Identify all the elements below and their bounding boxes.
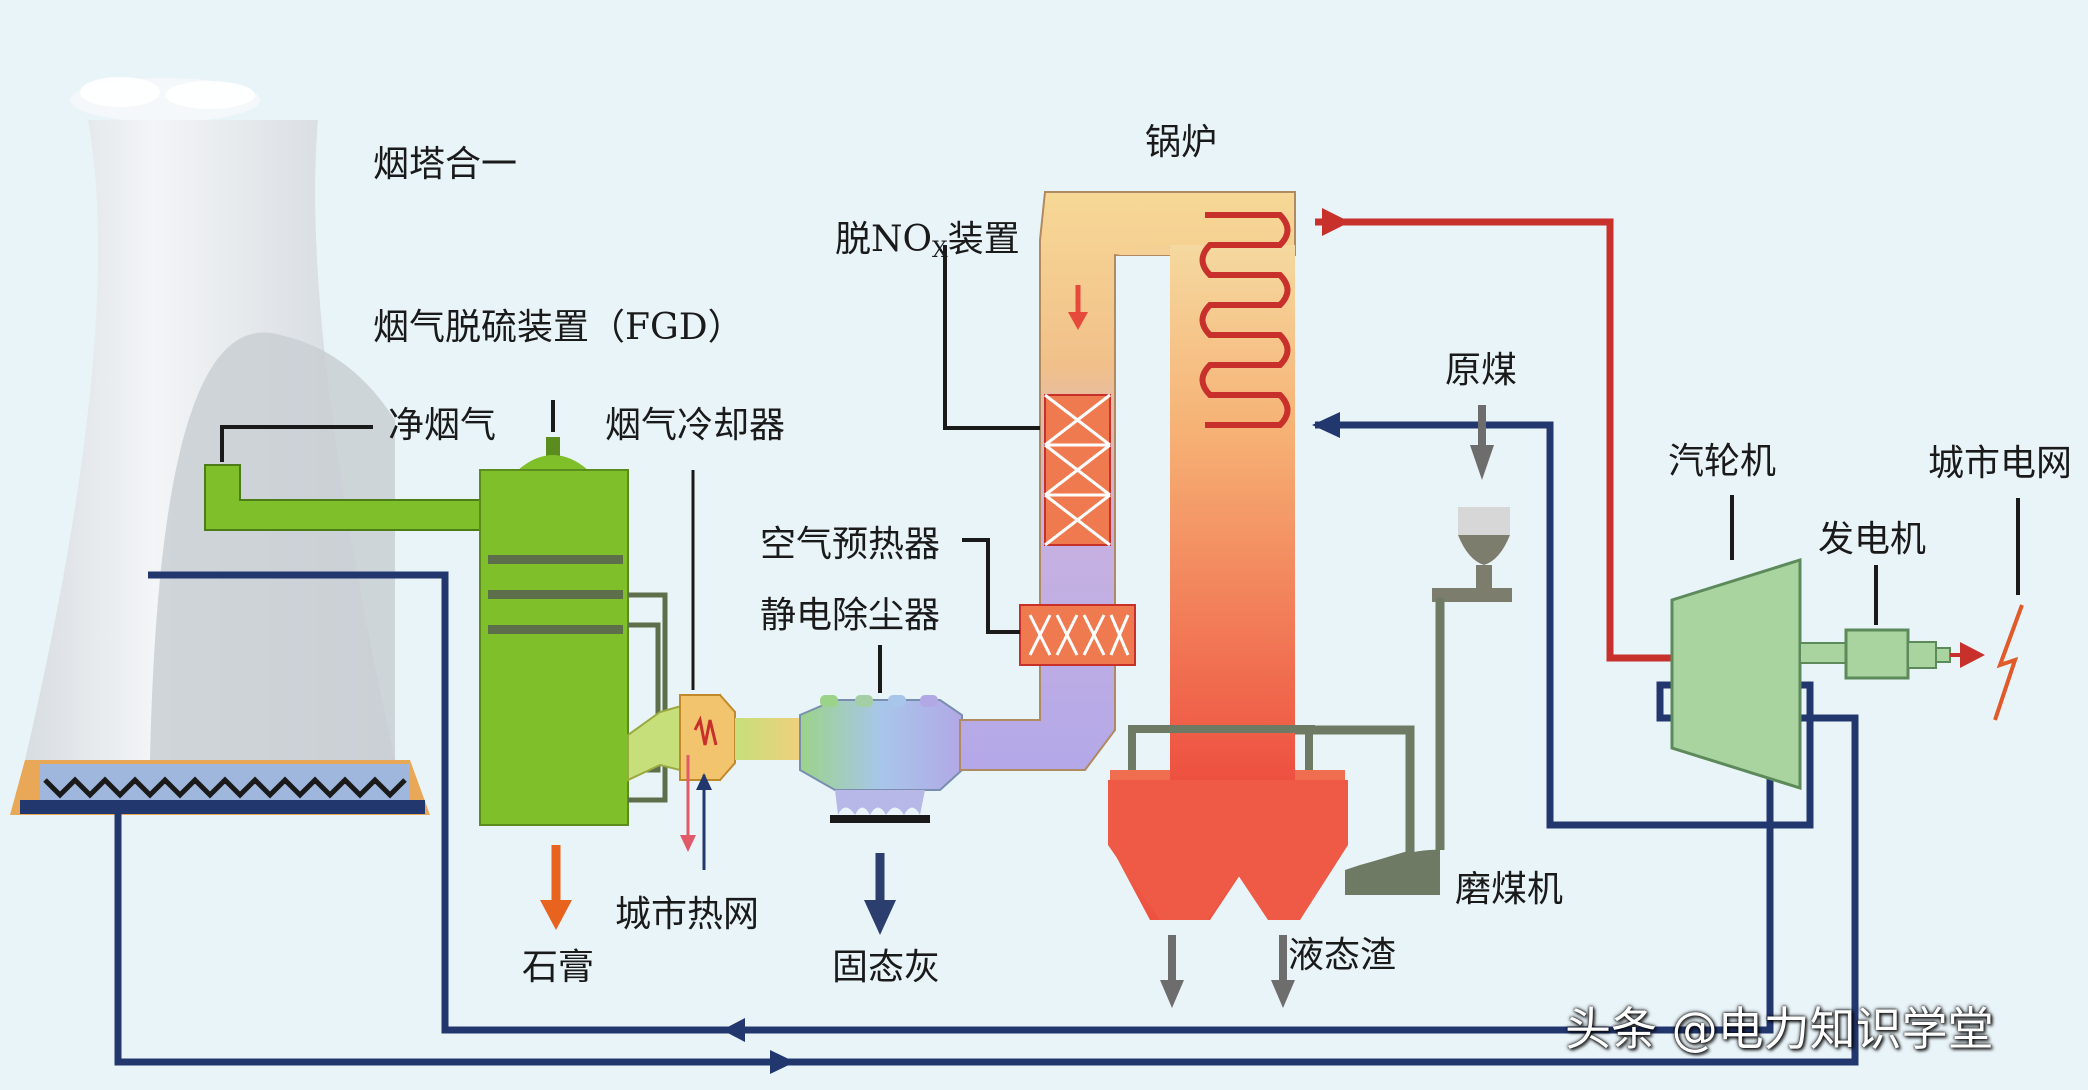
label-solid-ash: 固态灰 [832,947,941,988]
label-esp: 静电除尘器 [760,595,941,636]
fgd-spray-layer [488,625,623,634]
flue-gas-flow-arrow-head [1068,312,1088,330]
label-denox-prefix: 脱NO [835,219,933,260]
esp-body [799,699,963,791]
flow-arrow-left [722,1018,745,1042]
heat-network-supply-head [680,835,696,852]
label-air-preheater: 空气预热器 [760,524,941,565]
coal-mill [1345,849,1440,895]
steam-plume-puff [80,77,160,107]
label-flue-gas-cooler: 烟气冷却器 [605,405,786,446]
label-fgd: 烟气脱硫装置（FGD） [373,307,744,348]
steam-plume-puff [165,81,255,109]
slag-arrow-head [1271,980,1295,1008]
label-raw-coal: 原煤 [1445,350,1518,391]
duct-cooler-to-esp [735,718,805,760]
gypsum-arrow-head [540,900,572,930]
tower-inner-shadow [150,332,395,760]
esp-rapper [820,695,838,707]
label-liquid-slag: 液态渣 [1288,935,1397,976]
cooler-coil [693,715,718,746]
esp-rapper [920,695,938,707]
coal-bunker [1432,507,1512,602]
boiler-bottom-hoppers [1108,780,1348,920]
air-preheater [1019,604,1136,666]
esp-ash-conveyor [830,815,930,823]
label-generator: 发电机 [1818,519,1927,560]
label-chimney-tower: 烟塔合一 [373,144,518,185]
heat-exchanger-coil [43,776,407,799]
lightning-icon [1993,604,2024,721]
water-return-lines [114,421,1859,1066]
turbine-shaft [1799,642,1847,664]
boiler [959,191,1415,920]
turbine [1670,557,1847,791]
watermark: 头条 @电力知识学堂 [1565,1002,1994,1056]
fgd-top-nozzle [546,437,560,457]
grid-output-arrow [1960,642,1985,668]
condensate-line [114,421,1859,1066]
steam-arrow [1322,208,1350,236]
fgd-spray-layer [488,590,623,599]
esp-hoppers [835,790,925,815]
cooling-tower [10,77,430,815]
feedwater-arrow [1312,412,1340,438]
fgd-tower-body [479,469,629,826]
esp-rapper [888,695,906,707]
esp-rapper [855,695,873,707]
label-coal-mill: 磨煤机 [1455,869,1564,910]
label-denox-subscript: X [932,238,948,263]
label-gypsum: 石膏 [522,947,595,988]
burner-feed-bar [1128,725,1136,770]
denox-leader [943,245,1040,430]
main-steam-line [1315,218,1680,662]
superheater-coil [1199,212,1291,428]
label-clean-flue-gas: 净烟气 [388,405,497,446]
burner-feed-bar [1130,725,1315,733]
label-denox-suffix: 装置 [947,219,1020,260]
burner-feed-bar [1305,725,1313,770]
label-turbine: 汽轮机 [1668,441,1777,482]
tower-base-pipe [20,800,425,814]
label-city-grid: 城市电网 [1928,443,2073,484]
esp [799,695,963,823]
air-preheater-leader [962,538,1020,634]
bottom-ash-arrow-head [1160,980,1184,1008]
ash-arrow-head [864,900,896,935]
label-boiler: 锅炉 [1145,122,1218,163]
flow-arrow-right [770,1050,795,1074]
fgd-dome [518,455,588,470]
fgd-recirculation-pipe [628,592,668,803]
cooling-water-line [148,571,1774,1034]
boiler-furnace-shaft [1170,245,1295,780]
generator [1844,628,1951,680]
heat-network-return-head [696,773,712,790]
raw-coal-arrow-head [1470,445,1494,480]
label-city-heat-network: 城市热网 [615,894,760,935]
fgd-spray-layer [488,555,623,564]
denox-catalyst [1044,393,1111,547]
clean-flue-gas-leader [220,425,373,462]
label-denox: 脱NOX装置 [835,222,1020,262]
